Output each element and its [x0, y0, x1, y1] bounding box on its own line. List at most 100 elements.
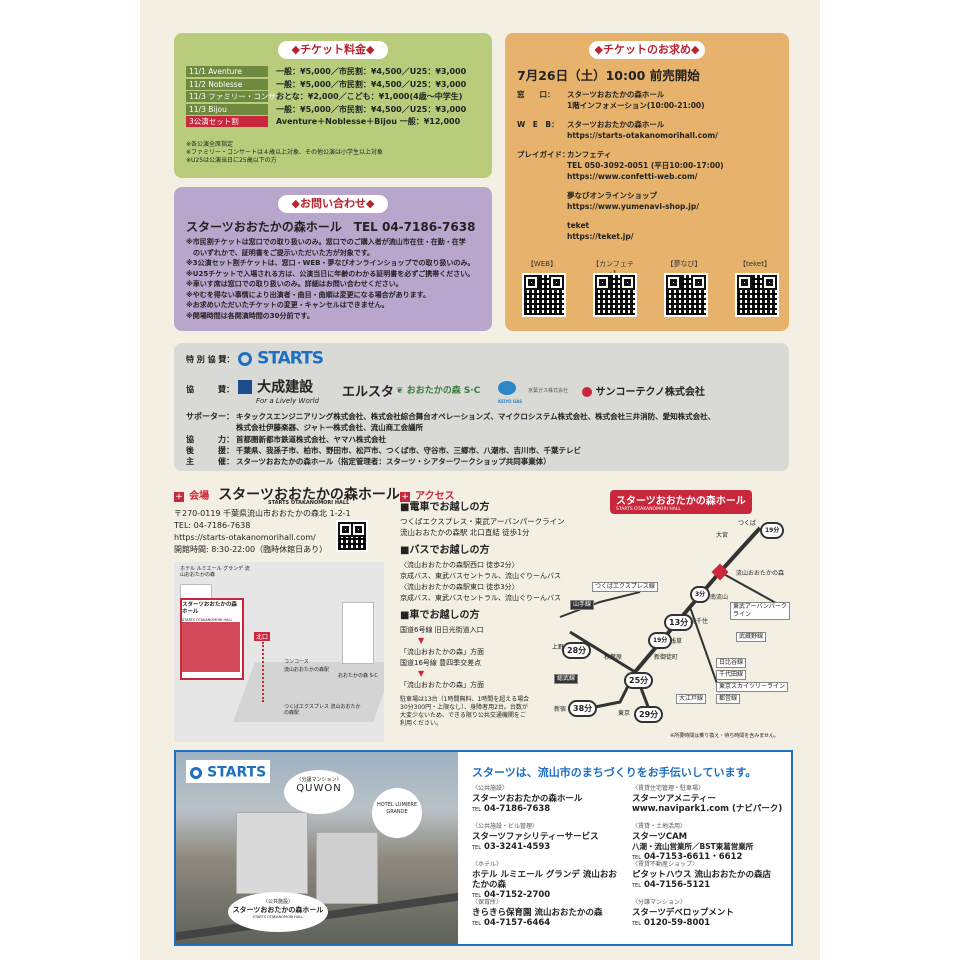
contact-name-2: 八潮・流山営業所／BST東葛営業所 — [632, 842, 754, 851]
purchase-value[interactable]: https://www.confetti-web.com/ — [567, 172, 698, 181]
bus-line-1: 〈流山おおたかの森駅西口 徒歩2分〉 — [400, 561, 519, 569]
map-hall-label-en: STARTS OTAKANOMORI HALL — [182, 618, 233, 622]
contact-category: 〈賃貸住宅管理・駐車場〉 — [632, 785, 705, 792]
map-sc-block — [342, 602, 374, 664]
qr-code[interactable] — [735, 273, 779, 317]
inquiry-note: ※やむを得ない事情により出演者・曲目・曲順は変更になる場合があります。 — [186, 290, 430, 299]
contact-name: スターツファシリティーサービス — [472, 832, 599, 842]
contact-name: ピタットハウス 流山おおたかの森店 — [632, 870, 771, 880]
qr-code[interactable] — [522, 273, 566, 317]
purchase-key: プレイガイド： — [517, 150, 570, 159]
station-kitasenju: 北千住 — [690, 618, 709, 625]
map-red-band — [180, 622, 240, 672]
venue-hours: 開館時間: 8:30-22:00（臨時休館日あり） — [174, 545, 328, 554]
contact-name: スターツデベロップメント — [632, 908, 734, 918]
ticket-notes: ※各公演全席指定※ファミリー・コンサートは４歳以上対象、その他公演は小学生以上対… — [186, 141, 383, 165]
kyosan-label: 協 賛： — [186, 385, 234, 394]
venue-qr-code[interactable] — [336, 520, 368, 552]
purchase-line: https://teket.jp/ — [517, 231, 633, 242]
qr-label: 【WEB】 — [526, 260, 558, 268]
footer-headline: スターツは、流山市のまちづくりをお手伝いしています。 — [472, 766, 757, 779]
route-map: スターツおおたかの森ホール STARTS OTAKANOMORI HALL 19… — [540, 482, 790, 747]
car-line-1: 国道6号線 旧日光街道入口 — [400, 626, 484, 634]
train-line-1: つくばエクスプレス・東武アーバンパークライン — [400, 517, 565, 526]
arrow-down-icon: ▼ — [418, 669, 425, 678]
venue-url[interactable]: https://starts-otakanomorihall.com/ — [174, 533, 316, 542]
inquiry-note: ※市民割チケットは窓口での取り扱いのみ。窓口でのご購入者が流山市在住・在勤・在学 — [186, 238, 466, 246]
inquiry-heading: スターツおおたかの森ホール TEL 04-7186-7638 — [186, 220, 476, 234]
cooperation-value: 首都圏新都市鉄道株式会社、ヤマハ株式会社 — [236, 435, 386, 444]
purchase-value[interactable]: https://teket.jp/ — [567, 232, 634, 241]
purchase-value: 1階インフォメーション(10:00-21:00) — [567, 101, 705, 110]
starts-footer: STARTS 〈分譲マンション〉 QUWON HOTEL LUMIERE GRA… — [174, 750, 793, 946]
aerial-photo: STARTS 〈分譲マンション〉 QUWON HOTEL LUMIERE GRA… — [176, 752, 458, 944]
car-line-4: 「流山おおたかの森」方面 — [400, 681, 484, 689]
ticket-row: 11/3 ファミリー・コンサートおとな：¥2,000／こども：¥1,000(4歳… — [186, 91, 462, 102]
station-shinjuku: 新宿 — [554, 706, 567, 713]
venue-tel: TEL: 04-7186-7638 — [174, 521, 251, 530]
bus-line-3: 〈流山おおたかの森駅東口 徒歩3分〉 — [400, 583, 519, 591]
ticket-price: 一般：¥5,000／市民割：¥4,500／U25：¥3,000 — [276, 67, 467, 76]
tel-label: TEL — [472, 893, 481, 899]
contact-category: 〈公共施設〉 — [472, 785, 509, 792]
contact-name: スターツおおたかの森ホール — [472, 794, 583, 804]
supporter-line-2: 株式会社伊藤楽器、ジャト一株式会社、流山商工会議所 — [236, 423, 424, 432]
qr-label: 【teket】 — [739, 260, 771, 268]
sanko-techno-logo: サンコーテクノ株式会社 — [582, 383, 705, 398]
venue-address: 〒270-0119 千葉県流山市おおたかの森北 1-2-1 — [174, 509, 351, 518]
purchase-value[interactable]: https://starts-otakanomorihall.com/ — [567, 131, 718, 140]
elsta-logo: エルスタ — [342, 385, 395, 400]
route-map-title: スターツおおたかの森ホール STARTS OTAKANOMORI HALL — [610, 490, 752, 514]
supporter-line-1: キタックスエンジニアリング株式会社、株式会社綜合舞台オペレーションズ、マイクロシ… — [236, 412, 716, 421]
contact-category: 〈賃貸・土地活用〉 — [632, 823, 687, 830]
ticket-price-title: ◆チケット料金◆ — [278, 41, 388, 59]
contact-category: 〈公共施設・ビル管理〉 — [472, 823, 539, 830]
inquiry-note: ※お求めいただいたチケットの変更・キャンセルはできません。 — [186, 301, 389, 309]
venue-heading: + 会場 スターツおおたかの森ホール — [174, 487, 400, 503]
map-label-hotel: ホテル ルミエール グランデ 流山おおたかの森 — [180, 566, 250, 578]
station-omiya: 大宮 — [716, 532, 729, 539]
minutes-28: 28分 — [562, 642, 592, 659]
purchase-value[interactable]: https://www.yumenavi-shop.jp/ — [567, 202, 699, 211]
qr-code[interactable] — [664, 273, 708, 317]
starts-logo: STARTS — [238, 348, 324, 369]
map-sc-label: おおたかの森 S·C — [338, 673, 378, 679]
purchase-line: W E B：スターツおおたかの森ホール — [517, 119, 664, 130]
taisei-logo: 大成建設 For a Lively World — [238, 376, 319, 405]
ticket-tag: 11/3 Bijou — [186, 103, 268, 115]
inquiry-note: のいずれかで、証明書をご提示いただいた方が対象です。 — [186, 248, 375, 257]
otakanomori-sc-logo: ❦ おおたかの森 S·C — [396, 386, 481, 396]
contact-name: ホテル ルミエール グランデ 流山おおたかの森 — [472, 870, 617, 890]
qr-code[interactable] — [593, 273, 637, 317]
station-asakusa: 浅草 — [670, 638, 683, 645]
station-minami-nagareyama: 南流山 — [710, 594, 729, 601]
arrow-down-icon: ▼ — [418, 636, 425, 645]
sanko-mark-icon — [582, 387, 592, 397]
station-tsukuba: つくば — [738, 520, 757, 527]
keiyo-gas-mark-icon — [498, 381, 516, 395]
train-title: ■電車でお越しの方 — [400, 502, 490, 513]
host-label: 主 催： — [186, 457, 234, 466]
contact-category: 〈賃貸不動産ショップ〉 — [632, 861, 699, 868]
map-station-label: 流山おおたかの森駅 — [284, 667, 330, 673]
ticket-tag: 11/3 ファミリー・コンサート — [186, 91, 291, 102]
photo-label-hotel: HOTEL LUMIERE GRANDE — [372, 788, 422, 838]
venue-map: ホテル ルミエール グランデ 流山おおたかの森 スターツおおたかの森ホール ST… — [174, 562, 384, 742]
line-sobu: 総武線 — [554, 674, 579, 684]
station-tokyo: 東京 — [618, 710, 631, 717]
starts-circle-icon — [190, 766, 202, 779]
access-section: + アクセス ■電車でお越しの方 つくばエクスプレス・東武アーバンパークライン … — [400, 482, 600, 747]
inquiry-note: ※車いす席は窓口での取り扱いのみ。詳細はお問い合わせください。 — [186, 280, 403, 288]
purchase-line: https://www.confetti-web.com/ — [517, 171, 698, 182]
plus-icon: + — [174, 492, 184, 502]
inquiry-notes: ※市民割チケットは窓口での取り扱いのみ。窓口でのご購入者が流山市在住・在勤・在学… — [186, 237, 475, 321]
purchase-value: スターツおおたかの森ホール — [567, 120, 665, 129]
